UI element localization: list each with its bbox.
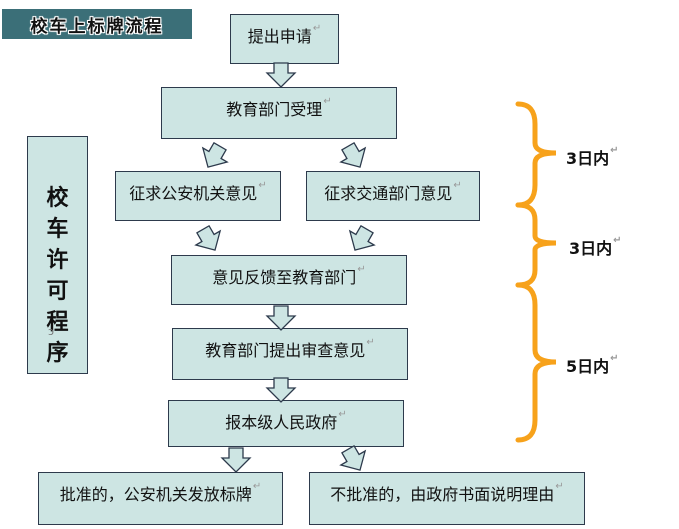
arrow-accept-to-police [195, 138, 233, 175]
step-report: 报本级人民政府↵ [168, 400, 404, 447]
arrow-police-to-feedback [190, 221, 228, 258]
arrow-apply-to-accept [266, 62, 296, 88]
arrow-review-to-report [266, 377, 296, 403]
step-review: 教育部门提出审查意见↵ [172, 328, 408, 380]
duration-1: 3日内↵ [566, 145, 619, 168]
step-accept: 教育部门受理↵ [161, 87, 397, 139]
step-reject: 不批准的，由政府书面说明理由↵ [309, 472, 585, 525]
side-label: 校车许可程序 [46, 186, 69, 366]
side-mark: ↄ [48, 325, 55, 338]
step-apply: 提出申请↵ [230, 14, 339, 64]
duration-3: 5日内↵ [566, 353, 619, 376]
arrow-traffic-to-feedback [342, 221, 380, 258]
arrow-report-to-reject [335, 441, 373, 478]
arrow-accept-to-traffic [335, 138, 373, 175]
arrow-feedback-to-review [266, 305, 296, 331]
step-police: 征求公安机关意见↵ [115, 171, 281, 221]
diagram-title: 校车上标牌流程 [2, 9, 192, 39]
arrow-report-to-approve [221, 447, 251, 473]
step-approve: 批准的，公安机关发放标牌↵ [38, 472, 283, 525]
bracket-1 [515, 101, 557, 208]
bracket-2 [515, 202, 557, 288]
duration-2: 3日内↵ [569, 235, 622, 258]
step-traffic: 征求交通部门意见↵ [306, 171, 480, 221]
step-feedback: 意见反馈至教育部门↵ [171, 255, 407, 305]
bracket-3 [515, 282, 557, 443]
side-label-box: 校车许可程序 ↄ [27, 136, 88, 374]
